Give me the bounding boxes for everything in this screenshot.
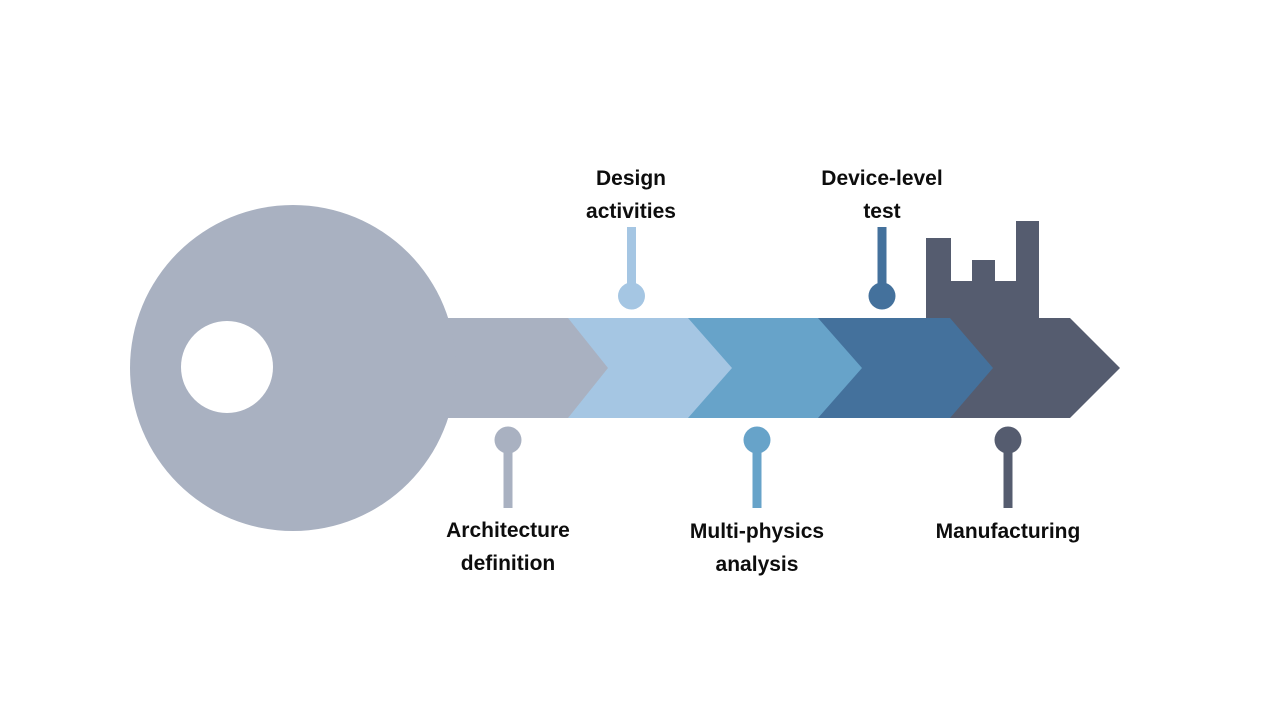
label-manufacturing: Manufacturing [888,515,1128,548]
label-line: definition [460,552,556,575]
pin-device-level-test [868,227,896,310]
label-line: Multi-physics [689,520,825,543]
stage-design-activities-chevron [568,318,732,418]
label-line: Architecture [446,519,570,542]
label-design-activities: Design activities [511,162,751,228]
pin-architecture-definition [494,426,522,508]
label-line: activities [586,200,676,223]
pin-manufacturing [994,426,1022,508]
label-architecture-definition: Architecture definition [388,514,628,580]
key-head-hole [181,321,273,413]
label-line: Design [595,167,666,190]
label-device-level-test: Device-level test [762,162,1002,228]
label-line: test [863,200,901,223]
pin-multi-physics-analysis [743,426,771,508]
stage-multi-physics-chevron [688,318,862,418]
stage-device-level-test-chevron [818,318,993,418]
label-multi-physics-analysis: Multi-physics analysis [637,515,877,581]
key-head [130,205,456,531]
label-line: analysis [715,553,799,576]
label-line: Manufacturing [935,520,1081,543]
pin-design-activities [618,227,645,310]
label-line: Device-level [821,167,943,190]
